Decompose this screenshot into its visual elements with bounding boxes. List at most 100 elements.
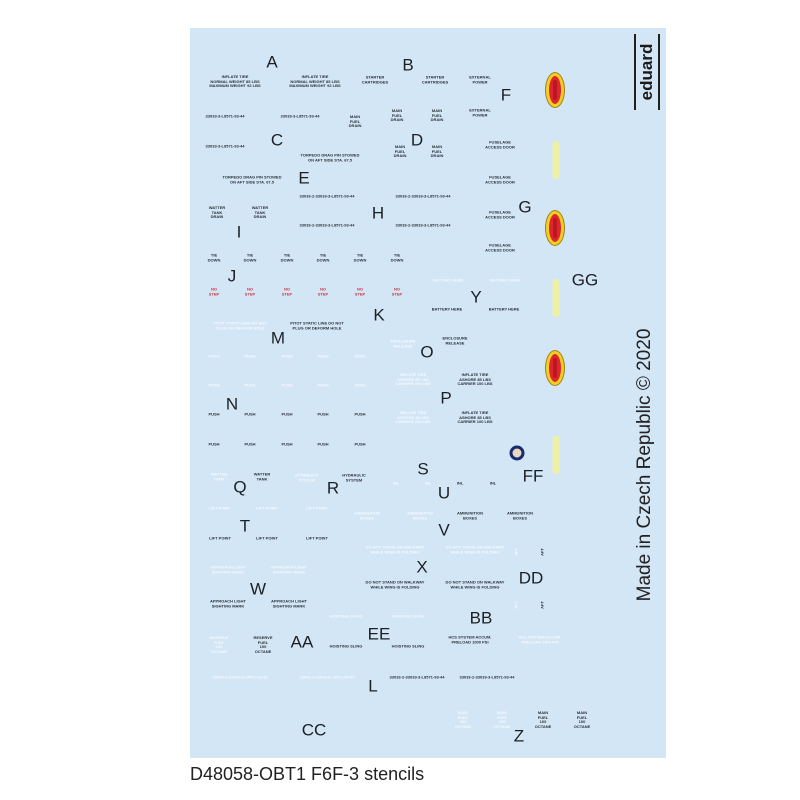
decal-letter-q: Q (233, 477, 247, 497)
stencil-decal: WATTER TANK DRAIN (251, 205, 269, 220)
stencil-decal: PUSH (244, 441, 256, 447)
blue-roundel-icon (509, 445, 525, 461)
decal-letter-j: J (227, 266, 237, 286)
stencil-decal: TIE DOWN (243, 252, 257, 262)
stencil-decal: WATTER TANK (253, 471, 271, 481)
stencil-decal: TORPEDO DRAG PIN STOWED ON AFT SIDE STA.… (300, 152, 360, 162)
stencil-decal: 33033-2-33033-3-L8571-93-44 (212, 674, 268, 680)
stencil-decal: AFT (513, 548, 519, 556)
stencil-decal: NO STEP (354, 286, 366, 296)
decal-letter-z: Z (513, 726, 525, 746)
stencil-decal: INFLATE TIRE ASHORE 85 LBS CARRIER 100 L… (395, 372, 431, 387)
decal-letter-ff: FF (522, 466, 544, 486)
stencil-decal: 33033-2-33033-3-L8571-93-44 (395, 193, 451, 199)
stencil-decal: LIFT POINT (256, 535, 278, 541)
stencil-decal: PUSH (208, 411, 220, 417)
stencil-decal: DO NOT STAND ON WALKWAY WHILE WING IS FO… (365, 544, 425, 554)
stencil-decal: ENCLOSURE RELEASE (390, 338, 416, 348)
stencil-decal: PUSH (317, 441, 329, 447)
stencil-decal: HCS SYSTEM ACCUM. PRELOAD 1000 PSI (448, 634, 492, 644)
stencil-decal: INFLATE TIRE ASHORE 85 LBS CARRIER 100 L… (457, 372, 493, 387)
decal-letter-e: E (298, 168, 310, 188)
stencil-decal: INL (392, 480, 400, 486)
decal-letter-s: S (417, 459, 429, 479)
stencil-decal: FUSELAGE ACCESS DOOR (485, 139, 515, 149)
decal-letter-l: L (368, 676, 378, 696)
stencil-decal: HYDRAULIC SYSTEM (342, 472, 366, 482)
stencil-decal: 33033-2-33033-3-L8571-93-44 (299, 222, 355, 228)
stencil-decal: NO STEP (281, 286, 293, 296)
stencil-decal: EXTERNAL POWER (469, 107, 491, 117)
stencil-decal: LIFT POINT (306, 505, 328, 511)
stencil-decal: PITOT STATIC LINE DO NOT PLUG OR DEFORM … (290, 320, 344, 330)
stencil-decal: APPROACH LIGHT SIGHTING MARK (210, 564, 246, 574)
yellow-stripe-decal (552, 141, 560, 179)
stencil-decal: AFT (513, 601, 519, 609)
stencil-decal: MAIN FUEL 100 OCTANE (493, 709, 511, 729)
stencil-decal: MAIN FUEL DRAIN (390, 108, 404, 123)
decal-letter-t: T (239, 516, 251, 536)
stencil-decal: 33033-2-33033-3-L8571-93-44 (299, 674, 355, 680)
decal-letter-b: B (402, 55, 414, 75)
decal-letter-w: W (249, 579, 267, 599)
stencil-decal: NO STEP (391, 286, 403, 296)
decal-letter-v: V (438, 520, 450, 540)
stencil-decal: PUSH (281, 353, 293, 359)
stencil-decal: DO NOT STAND ON WALKWAY WHILE WING IS FO… (445, 579, 505, 589)
stencil-decal: 33033-2-33033-3-L8571-93-44 (395, 222, 451, 228)
stencil-decal: PUSH (317, 382, 329, 388)
decal-letter-g: G (518, 197, 532, 217)
decal-letter-a: A (266, 52, 278, 72)
stencil-decal: FUSELAGE ACCESS DOOR (485, 242, 515, 252)
stencil-decal: INL (424, 480, 432, 486)
stencil-decal: LIFT POINT (256, 505, 278, 511)
stencil-decal: PUSH (208, 353, 220, 359)
stencil-decal: MAIN FUEL DRAIN (348, 114, 362, 129)
decal-letter-cc: CC (301, 720, 327, 740)
stencil-decal: FUSELAGE ACCESS DOOR (485, 209, 515, 219)
stencil-decal: APPROACH LIGHT SIGHTING MARK (271, 564, 307, 574)
decal-letter-k: K (373, 305, 385, 325)
stencil-decal: MAIN FUEL 100 OCTANE (534, 709, 552, 729)
stencil-decal: 33033-3-L8571-93-44 (205, 113, 245, 119)
decal-letter-n: N (225, 394, 239, 414)
stencil-decal: AFT (539, 601, 545, 609)
stencil-decal: DO NOT STAND ON WALKWAY WHILE WING IS FO… (365, 579, 425, 589)
stencil-decal: TORPEDO DRAG PIN STOWED ON AFT SIDE STA.… (222, 174, 282, 184)
decal-sheet (190, 28, 666, 758)
stencil-decal: INFLATE TIRE NORMAL WEIGHT 85 LBS MAXIMU… (289, 74, 341, 89)
decal-letter-aa: AA (290, 632, 314, 652)
stencil-decal: HOISTING SLING (391, 643, 425, 649)
stencil-decal: LIFT POINT (306, 535, 328, 541)
stencil-decal: NO STEP (317, 286, 329, 296)
stencil-decal: AMMUNITION BOXES (507, 510, 533, 520)
stencil-decal: RESERVE FUEL 100 OCTANE (253, 634, 273, 654)
stencil-decal: 33033-3-L8571-93-44 (205, 143, 245, 149)
yellow-stripe-decal (552, 436, 560, 474)
stencil-decal: BATTERY HERE (432, 277, 464, 283)
stencil-decal: RESERVE FUEL 100 OCTANE (209, 634, 229, 654)
stencil-decal: NO STEP (244, 286, 256, 296)
decal-letter-d: D (410, 130, 424, 150)
yellow-stripe-decal (552, 279, 560, 317)
decal-letter-h: H (371, 203, 385, 223)
decal-letter-i: I (236, 222, 242, 242)
stencil-decal: APPROACH LIGHT SIGHTING MARK (210, 598, 246, 608)
stencil-decal: AMMUNITION BOXES (457, 510, 483, 520)
stencil-decal: ENCLOSURE RELEASE (442, 335, 468, 345)
stencil-decal: INFLATE TIRE NORMAL WEIGHT 85 LBS MAXIMU… (209, 74, 261, 89)
stencil-decal: STARTER CARTRIDGES (361, 74, 389, 84)
stencil-decal: AFT (539, 548, 545, 556)
stencil-decal: HOISTING SLING (329, 613, 363, 619)
stencil-decal: LIFT POINT (209, 505, 231, 511)
stencil-decal: PUSH (317, 353, 329, 359)
stencil-decal: PUSH (354, 382, 366, 388)
stencil-decal: TIE DOWN (316, 252, 330, 262)
sheet-title: D48058-OBT1 F6F-3 stencils (190, 764, 425, 784)
stencil-decal: TIE DOWN (207, 252, 221, 262)
stencil-decal: PUSH (244, 353, 256, 359)
stencil-decal: STARTER CARTRIDGES (421, 74, 449, 84)
stencil-decal: MAIN FUEL DRAIN (430, 144, 444, 159)
stencil-decal: NO STEP (208, 286, 220, 296)
stencil-decal: 33033-2-33033-3-L8571-93-44 (459, 674, 515, 680)
